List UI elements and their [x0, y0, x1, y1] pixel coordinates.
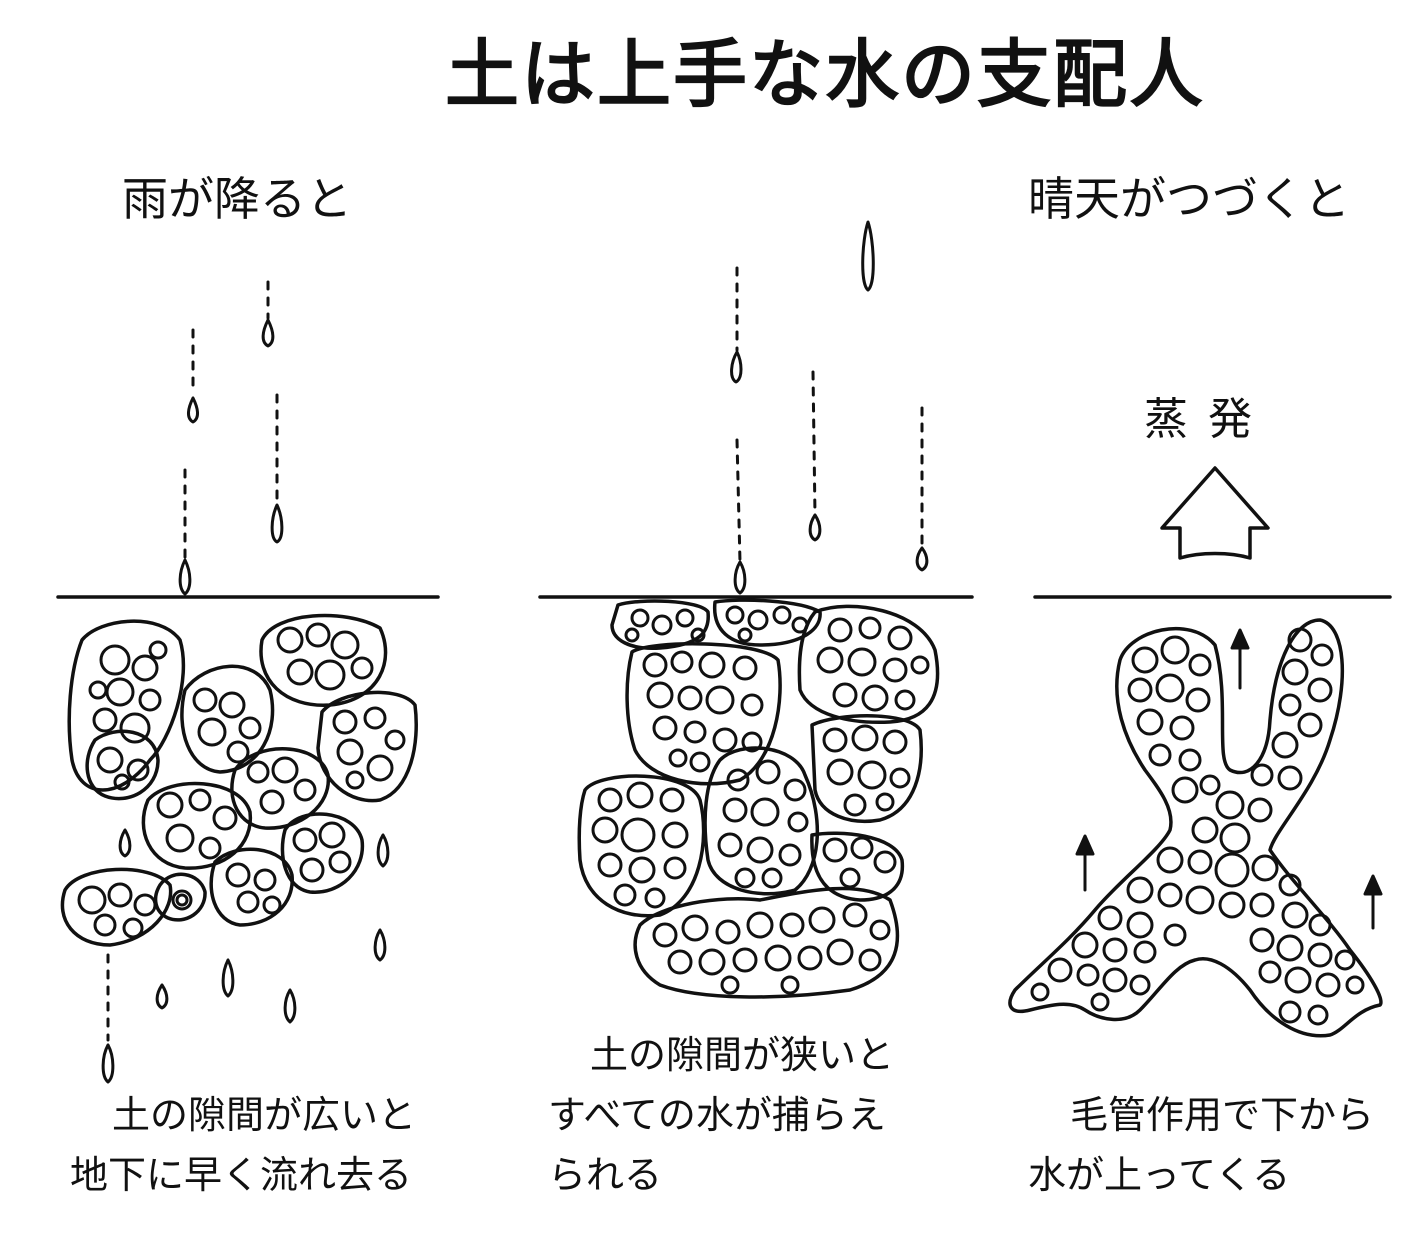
soil-aggregate: [230, 747, 330, 830]
soil-aggregate: [180, 664, 275, 774]
caption-line: 地下に早く流れ去る: [70, 1153, 413, 1197]
water-droplet: [861, 220, 875, 292]
soil-aggregate: [625, 642, 782, 786]
water-droplet: [187, 396, 199, 424]
soil-aggregates-dense: [577, 598, 940, 999]
capillary-arrows: [1075, 628, 1383, 930]
caption-capillary: 毛管作用で下から 水が上ってくる: [1028, 1085, 1374, 1205]
soil-aggregate: [259, 613, 388, 707]
water-droplet: [373, 928, 387, 962]
soil-aggregate: [712, 598, 822, 647]
panel-heading-rain: 雨が降ると: [122, 172, 352, 226]
soil-aggregate: [703, 746, 820, 896]
caption-line: られる: [548, 1153, 663, 1197]
caption-line: 毛管作用で下から: [1070, 1093, 1375, 1137]
soil-aggregate: [209, 847, 294, 927]
evaporation-arrow: [1160, 466, 1270, 560]
water-droplets: [101, 220, 929, 1084]
caption-line: 土の隙間が広いと: [112, 1093, 417, 1137]
panel-heading-sunny: 晴天がつづくと: [1028, 172, 1350, 226]
water-droplet: [283, 988, 297, 1024]
soil-aggregate: [633, 886, 900, 999]
soil-aggregate: [797, 604, 940, 725]
capillary-soil-network: [1008, 618, 1383, 1038]
soil-aggregate: [67, 619, 186, 792]
diagram-title: 土は上手な水の支配人: [445, 32, 1205, 118]
caption-line: 土の隙間が狭いと: [590, 1033, 895, 1077]
water-droplet: [915, 546, 929, 572]
soil-aggregate: [810, 831, 905, 902]
water-droplet: [118, 828, 132, 858]
water-droplet: [730, 350, 743, 384]
soil-aggregate: [810, 714, 923, 823]
water-droplet: [376, 833, 390, 868]
soil-aggregate: [153, 872, 207, 922]
water-droplet: [178, 558, 192, 596]
soil-aggregate: [610, 599, 710, 650]
soil-aggregate: [316, 690, 418, 803]
soil-aggregate: [280, 812, 365, 894]
caption-wide-gaps: 土の隙間が広いと 地下に早く流れ去る: [70, 1085, 416, 1205]
soil-aggregate: [85, 729, 160, 801]
soil-particles: [77, 605, 1365, 1026]
water-droplet: [101, 1043, 115, 1084]
caption-line: すべての水が捕らえ: [548, 1093, 886, 1137]
soil-aggregates-loose: [60, 613, 418, 947]
evaporation-label: 蒸発: [1144, 394, 1272, 445]
caption-line: 水が上ってくる: [1028, 1153, 1291, 1197]
water-droplet: [221, 958, 235, 998]
caption-narrow-gaps: 土の隙間が狭いと すべての水が捕らえ られる: [548, 1025, 894, 1205]
water-droplet: [270, 503, 284, 544]
water-droplet: [733, 560, 747, 595]
water-droplet: [155, 983, 169, 1010]
water-droplet: [261, 318, 275, 348]
rain-streaks: [106, 266, 924, 1042]
water-droplet: [808, 513, 822, 542]
